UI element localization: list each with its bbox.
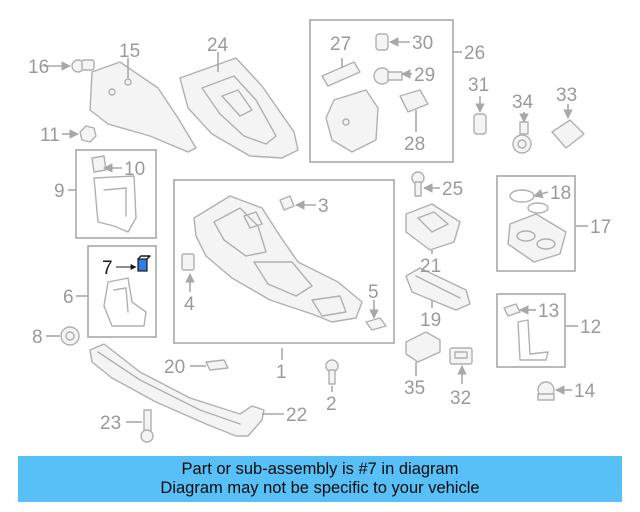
callout-6: 6	[63, 287, 74, 308]
callout-22: 22	[286, 405, 307, 426]
part-33-lighter	[551, 119, 585, 149]
part-19-mat	[405, 267, 471, 311]
part-13-clip	[503, 303, 521, 317]
part-11-nut	[79, 125, 97, 143]
part-5-pad	[365, 317, 387, 331]
part-1-console	[193, 195, 363, 323]
part-20-pad	[205, 359, 229, 371]
part-27-strip	[321, 61, 361, 87]
part-3-clip	[279, 195, 295, 211]
callout-34: 34	[512, 92, 534, 113]
part-35-pad	[405, 331, 441, 363]
part-7-clip	[137, 255, 151, 272]
part-30-plug	[375, 33, 389, 51]
part-24-console-cover	[179, 57, 299, 159]
callout-8: 8	[32, 327, 43, 348]
part-16-screw	[71, 59, 95, 73]
part-29-knob	[373, 67, 403, 85]
group-box-26	[309, 19, 454, 163]
callout-31: 31	[468, 75, 489, 96]
callout-2: 2	[326, 394, 337, 415]
leader-lines	[44, 37, 588, 423]
callout-13: 13	[538, 301, 559, 322]
part-28-pad	[399, 89, 429, 113]
group-box-9	[75, 149, 157, 239]
parts-diagram: 16 15 11 24 10 9 7 6 8 3 4 5 1 2 20 22 2…	[28, 19, 611, 443]
callout-1: 1	[276, 362, 287, 383]
part-4-clip	[181, 253, 195, 271]
info-banner: Part or sub-assembly is #7 in diagram Di…	[18, 456, 622, 502]
callout-12: 12	[580, 317, 601, 338]
callout-30: 30	[412, 33, 433, 54]
callout-10: 10	[124, 159, 145, 180]
group-box-12	[496, 293, 566, 368]
callout-labels: 16 15 11 24 10 9 7 6 8 3 4 5 1 2 20 22 2…	[28, 33, 611, 434]
callout-24: 24	[207, 35, 229, 56]
group-box-17	[496, 175, 576, 272]
group-box-1	[173, 179, 395, 344]
part-15-side-panel	[89, 61, 197, 153]
part-23-bolt	[140, 409, 154, 443]
callout-29: 29	[414, 65, 435, 86]
callout-20: 20	[164, 357, 185, 378]
callout-4: 4	[184, 294, 195, 315]
callout-15: 15	[119, 41, 140, 62]
callout-23: 23	[100, 413, 121, 434]
callout-18: 18	[550, 183, 571, 204]
part-31-pin	[473, 113, 487, 135]
part-2-bolt	[325, 359, 339, 385]
part-21-tray	[405, 203, 461, 251]
part-34-socket	[512, 121, 532, 154]
callout-16: 16	[28, 57, 49, 78]
banner-line-1: Part or sub-assembly is #7 in diagram	[181, 460, 459, 478]
part-14-nut	[537, 381, 555, 401]
part-9-bracket	[93, 175, 137, 233]
callout-17: 17	[590, 217, 611, 238]
part-17-cupholder	[507, 213, 567, 263]
callout-5: 5	[368, 282, 379, 303]
callout-27: 27	[330, 34, 351, 55]
callout-3: 3	[318, 196, 329, 217]
banner-line-2: Diagram may not be specific to your vehi…	[160, 479, 480, 497]
callout-19: 19	[420, 310, 441, 331]
callout-9: 9	[54, 181, 65, 202]
callout-25: 25	[442, 179, 463, 200]
callout-33: 33	[556, 85, 577, 106]
part-6-bracket	[103, 277, 147, 327]
group-box-6	[87, 245, 157, 338]
callout-7: 7	[102, 258, 113, 279]
callout-26: 26	[464, 43, 485, 64]
callout-32: 32	[450, 388, 471, 409]
callout-21: 21	[420, 256, 441, 277]
callout-11: 11	[40, 125, 60, 146]
callout-35: 35	[404, 378, 425, 399]
part-12-bracket	[517, 319, 549, 361]
part-10-clip	[91, 155, 107, 173]
part-32-cover	[449, 347, 473, 365]
part-22-bracket	[89, 343, 265, 437]
part-26-bracket	[325, 89, 379, 153]
part-8-nut	[60, 326, 80, 346]
callout-28: 28	[404, 134, 425, 155]
callout-14: 14	[574, 381, 596, 402]
part-25-bolt	[411, 171, 425, 197]
